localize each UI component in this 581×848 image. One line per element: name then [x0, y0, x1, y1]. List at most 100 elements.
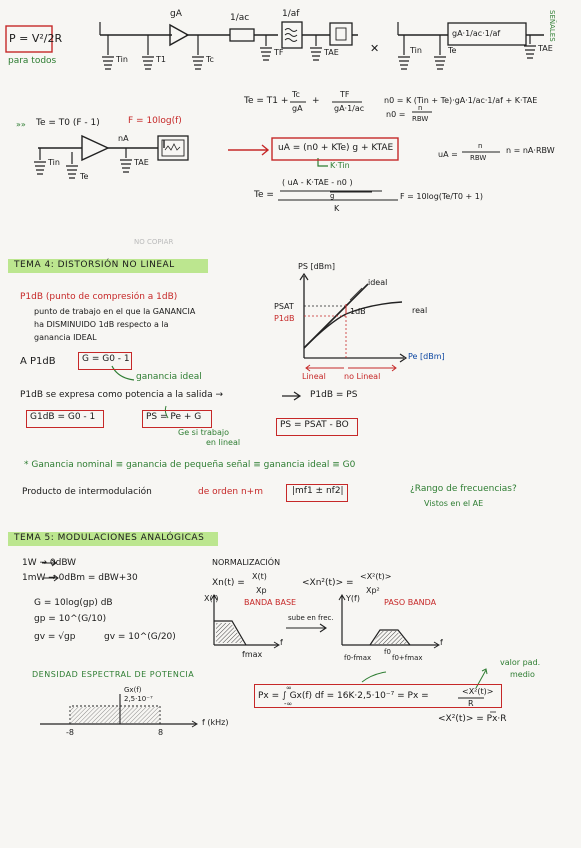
de-orden-label: de orden n+m: [198, 487, 263, 497]
xn2-num: <X²(t)>: [360, 572, 392, 581]
equivalent-chain-box: [447, 22, 527, 46]
no-eq2-den: RBW: [412, 115, 429, 123]
amplifier-symbol-mid: [81, 134, 110, 162]
te2-num-sub: g: [330, 192, 335, 200]
paso-banda-label: PASO BANDA: [384, 598, 437, 607]
tick-neg8: -8: [66, 728, 74, 737]
te-frac1-den: gA: [292, 104, 303, 113]
amplifier-symbol: [169, 23, 190, 47]
highlight-tema4: [8, 259, 208, 273]
normalizacion-label: NORMALIZACIÓN: [212, 558, 281, 567]
p1db-eq-ps: P1dB = PS: [310, 390, 358, 400]
ganancia-nominal: * Ganancia nominal ≡ ganancia de pequeña…: [24, 460, 356, 470]
te-frac2-den: gA·1/ac: [334, 104, 365, 113]
vistos-note: Vistos en el AE: [424, 499, 484, 508]
te2-den: K: [334, 204, 340, 213]
label-inv-af: 1/af: [282, 9, 300, 19]
gx-label: Gx(f): [124, 686, 142, 694]
analyzer-symbol: [157, 135, 189, 161]
graph-real-label: real: [412, 306, 428, 315]
label-tin-mid: Tin: [48, 158, 60, 167]
gx-value: 2,5·10⁻⁷: [124, 695, 153, 703]
para-todos-note: para todos: [8, 56, 57, 66]
graph-1db-label: 1dB: [350, 307, 366, 316]
xn-den: Xp: [256, 586, 267, 595]
te-frac2-num: TF: [340, 90, 350, 99]
arrow-red-ua: [228, 144, 270, 156]
te-t0-formula: Te = T0 (F - 1): [36, 118, 100, 128]
filter-symbol: [281, 21, 303, 49]
senales-margin: SEÑALES: [548, 10, 556, 42]
ua-ratio-den: RBW: [470, 154, 487, 162]
label-tc: Tc: [206, 55, 214, 64]
f0-minus-label: f0-fmax: [344, 654, 372, 662]
no-eq2-num: n: [418, 104, 423, 112]
f-axis-label-2: f: [440, 638, 443, 647]
box-mf: [286, 484, 348, 502]
banda-base-label: BANDA BASE: [244, 598, 297, 607]
watermark-no-copiar: NO COPIAR: [134, 238, 174, 246]
cross-mark: ✕: [370, 42, 380, 55]
graph-psat-label: PSAT: [274, 302, 294, 311]
highlight-tema5: [8, 532, 218, 546]
densidad-title: DENSIDAD ESPECTRAL DE POTENCIA: [32, 670, 195, 679]
label-tin-right: Tin: [410, 46, 422, 55]
p1db-desc-3: ganancia IDEAL: [34, 333, 97, 342]
p1db-desc-1: punto de trabajo en el que la GANANCIA: [34, 307, 196, 316]
gv-sqrt: gv = √gp: [34, 632, 76, 642]
ganancia-ideal-note: ganancia ideal: [136, 372, 202, 382]
label-ga: gA: [170, 9, 182, 19]
sube-en-frec: sube en frec.: [288, 614, 334, 622]
receiver-symbol: [329, 22, 353, 46]
f0-label: f0: [384, 648, 391, 656]
label-tae-mid: TAE: [134, 158, 149, 167]
label-tae: TAE: [324, 48, 339, 57]
label-tae-right: TAE: [538, 44, 553, 53]
compression-graph: [299, 272, 408, 372]
chain-wire-mid: [38, 140, 165, 149]
label-na: nA: [118, 134, 129, 143]
no-formula: n0 = K (Tin + Te)·gA·1/ac·1/af + K·TAE: [384, 96, 538, 105]
producto-label: Producto de intermodulación: [22, 487, 152, 497]
attenuator-symbol: [229, 28, 255, 42]
p1db-title: P1dB (punto de compresión a 1dB): [20, 292, 178, 302]
gv-pow: gv = 10^(G/20): [104, 632, 176, 642]
baseband-plot: [210, 594, 280, 649]
ua-formula: uA = (n0 + KTe) g + KTAE: [278, 143, 394, 153]
n-formula: n = nA·RBW: [506, 146, 555, 155]
xn-lhs: Xn(t) =: [212, 578, 245, 588]
box-mf-text: |mf1 ± nf2|: [292, 486, 344, 496]
px-den: R: [468, 699, 474, 708]
px-int-lo: -∞: [284, 700, 293, 708]
xf-axis-label: X(f): [204, 594, 219, 603]
a-p1db-label: A P1dB: [20, 356, 56, 367]
graph-ideal-label: ideal: [368, 278, 388, 287]
medio-note: medio: [510, 670, 535, 679]
label-tf: TF: [274, 48, 284, 57]
p1db-expresa: P1dB se expresa como potencia a la salid…: [20, 390, 224, 400]
mw-dbm: 1mW → 0dBm = dBW+30: [22, 573, 138, 583]
label-chain-gain: gA·1/ac·1/af: [452, 29, 501, 38]
fraction-bars-mid: [278, 151, 500, 201]
f-khz-label: f (kHz): [202, 718, 229, 727]
ua-ratio-lhs: uA =: [438, 150, 458, 159]
noise-sources-right: [398, 35, 536, 70]
xn2-lhs: <Xn²(t)> =: [302, 578, 354, 588]
px-int-hi: ∞: [286, 684, 292, 692]
px-formula: Px = ∫ Gx(f) df = 16K·2,5·10⁻⁷ = Px =: [258, 691, 429, 701]
box-ps-psat: [276, 418, 358, 436]
label-inv-ac: 1/ac: [230, 13, 250, 23]
label-t1: T1: [156, 55, 166, 64]
xn2-den: Xp²: [366, 586, 380, 595]
graph-no-lineal-label: no Lineal: [344, 372, 381, 381]
label-te-mid: Te: [80, 172, 89, 181]
xn-num: X(t): [252, 572, 267, 581]
te-frac1-num: Tc: [292, 90, 300, 99]
px-num: <X²(t)>: [462, 687, 494, 696]
tema5-title: TEMA 5: MODULACIONES ANALÓGICAS: [14, 533, 205, 543]
te2-lhs: Te =: [254, 190, 274, 200]
f-log-formula: F = 10log(Te/T0 + 1): [400, 192, 484, 201]
ge-si-trabajo: Ge si trabajo: [178, 428, 230, 437]
